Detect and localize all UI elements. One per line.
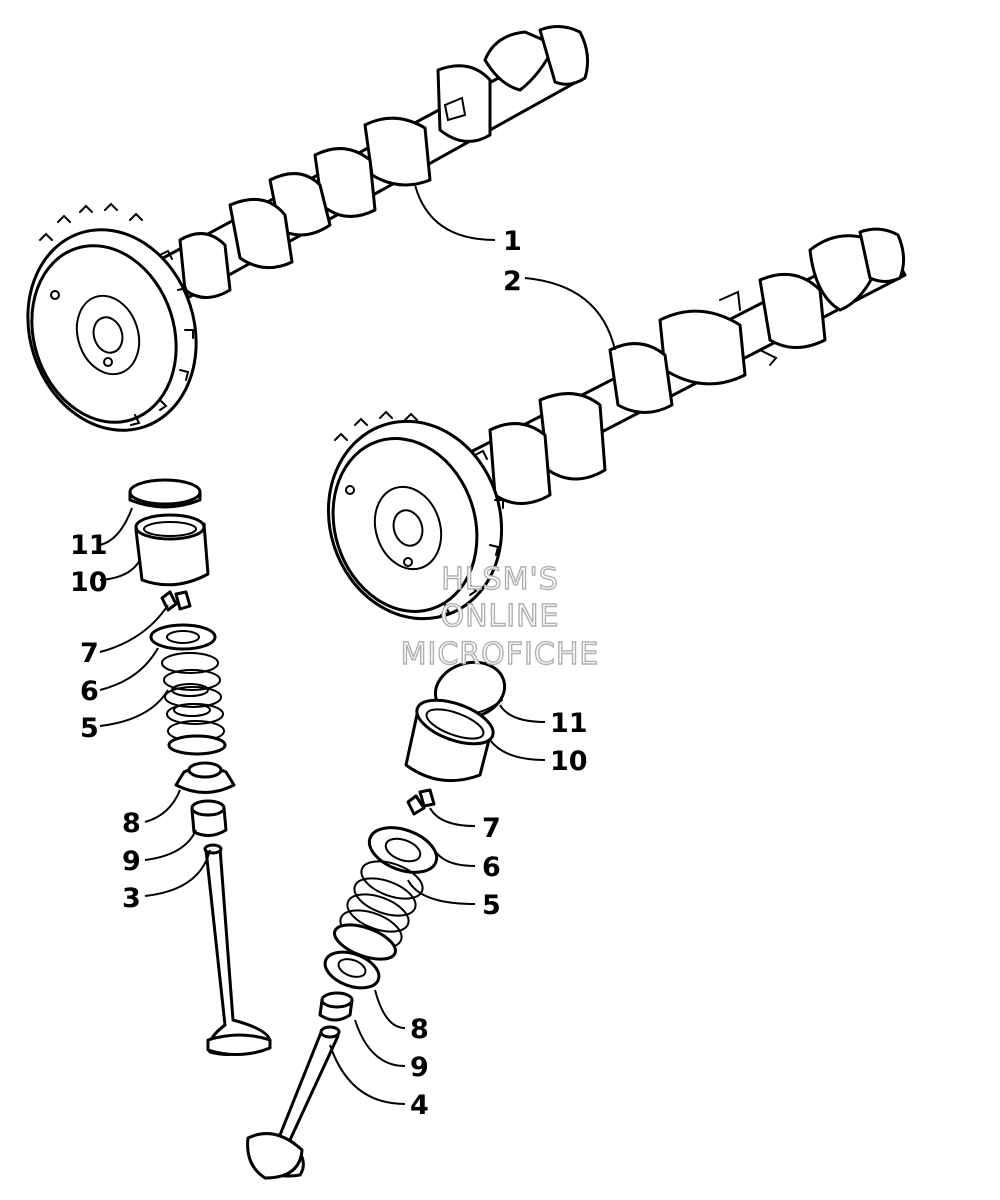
callout-right-11: 11 (550, 708, 588, 739)
watermark-line-2: ONLINE (440, 599, 559, 634)
tappet-left (134, 513, 210, 587)
camshaft-2 (326, 227, 907, 621)
collets-left (160, 590, 192, 612)
right-valve-assembly (246, 660, 507, 1180)
callout-right-8: 8 (410, 1014, 429, 1045)
callout-right-7: 7 (482, 813, 501, 844)
callout-1: 1 (503, 226, 522, 257)
spring-left (161, 652, 227, 756)
spring-seat-right (323, 950, 381, 990)
collets-right (406, 788, 436, 816)
watermark-line-1: HLSM'S (441, 562, 559, 597)
callout-right-5: 5 (482, 890, 501, 921)
callout-right-6: 6 (482, 852, 501, 883)
callout-left-5: 5 (80, 713, 99, 744)
watermark-line-3: MICROFICHE (401, 637, 600, 672)
spring-retainer-left (149, 623, 217, 651)
leader-lines (99, 184, 616, 1105)
left-valve-assembly (128, 478, 272, 1057)
callout-left-6: 6 (80, 676, 99, 707)
callout-left-10: 10 (70, 567, 108, 598)
valve-right (246, 1025, 341, 1180)
callout-left-9: 9 (122, 846, 141, 877)
callouts: 1 2 11 10 7 6 5 8 9 3 11 10 7 6 5 8 9 4 (70, 226, 588, 1121)
valve-left (203, 843, 272, 1057)
callout-2: 2 (503, 266, 522, 297)
callout-left-3: 3 (122, 883, 141, 914)
spring-retainer-right (367, 826, 439, 874)
callout-left-11: 11 (70, 530, 108, 561)
valve-seal-right (318, 991, 354, 1022)
callout-right-10: 10 (550, 746, 588, 777)
camshaft-1 (26, 25, 590, 432)
valve-seal-left (190, 799, 228, 837)
callout-right-9: 9 (410, 1052, 429, 1083)
callout-left-7: 7 (80, 638, 99, 669)
callout-right-4: 4 (410, 1090, 429, 1121)
callout-left-8: 8 (122, 808, 141, 839)
shim-left (128, 478, 202, 509)
spring-seat-left (174, 761, 236, 794)
tappet-right (404, 698, 495, 783)
watermark: HLSM'S ONLINE MICROFICHE (400, 561, 600, 672)
